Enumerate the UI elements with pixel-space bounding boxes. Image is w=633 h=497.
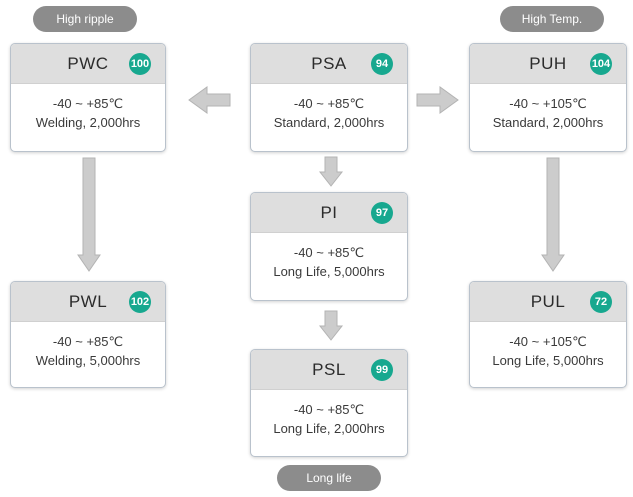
spec-text: Long Life, 5,000hrs	[273, 264, 385, 279]
card-body: -40 ~ +105℃ Standard, 2,000hrs	[470, 84, 626, 132]
temperature-range: -40 ~ +85℃	[293, 402, 365, 417]
spec-text: Welding, 2,000hrs	[35, 115, 141, 130]
card-puh[interactable]: PUH 104 -40 ~ +105℃ Standard, 2,000hrs	[469, 43, 627, 152]
series-name: PUH	[529, 53, 567, 73]
page-number-badge: 94	[371, 53, 393, 75]
card-body: -40 ~ +85℃ Welding, 2,000hrs	[11, 84, 165, 132]
card-body: -40 ~ +85℃ Long Life, 5,000hrs	[251, 233, 407, 281]
series-name: PSL	[312, 359, 346, 379]
card-pwc[interactable]: PWC 100 -40 ~ +85℃ Welding, 2,000hrs	[10, 43, 166, 152]
card-header: PSL 99	[251, 350, 407, 390]
card-psl[interactable]: PSL 99 -40 ~ +85℃ Long Life, 2,000hrs	[250, 349, 408, 457]
series-name: PWL	[68, 291, 108, 311]
card-psa[interactable]: PSA 94 -40 ~ +85℃ Standard, 2,000hrs	[250, 43, 408, 152]
card-body: -40 ~ +85℃ Standard, 2,000hrs	[251, 84, 407, 132]
arrow-psa-to-pwc	[188, 86, 231, 114]
card-header: PWL 102	[11, 282, 165, 322]
page-number-badge: 97	[371, 202, 393, 224]
temperature-range: -40 ~ +85℃	[52, 334, 124, 349]
card-header: PI 97	[251, 193, 407, 233]
series-name: PWC	[67, 53, 109, 73]
spec-text: Long Life, 5,000hrs	[492, 353, 604, 368]
card-header: PUH 104	[470, 44, 626, 84]
long-life-tag: Long life	[277, 465, 381, 491]
series-name: PI	[320, 202, 338, 222]
high-temp-tag: High Temp.	[500, 6, 604, 32]
card-body: -40 ~ +105℃ Long Life, 5,000hrs	[470, 322, 626, 370]
temperature-range: -40 ~ +85℃	[52, 96, 124, 111]
arrow-puh-to-pul	[541, 157, 565, 272]
spec-text: Long Life, 2,000hrs	[273, 421, 385, 436]
card-pwl[interactable]: PWL 102 -40 ~ +85℃ Welding, 5,000hrs	[10, 281, 166, 388]
page-number-badge: 100	[129, 53, 151, 75]
card-header: PWC 100	[11, 44, 165, 84]
series-name: PSA	[311, 53, 347, 73]
card-body: -40 ~ +85℃ Welding, 5,000hrs	[11, 322, 165, 370]
temperature-range: -40 ~ +85℃	[293, 245, 365, 260]
temperature-range: -40 ~ +105℃	[509, 334, 587, 349]
card-header: PSA 94	[251, 44, 407, 84]
card-header: PUL 72	[470, 282, 626, 322]
spec-text: Standard, 2,000hrs	[273, 115, 385, 130]
spec-text: Welding, 5,000hrs	[35, 353, 141, 368]
arrow-psa-to-pi	[318, 156, 344, 187]
arrow-pi-to-psl	[318, 310, 344, 341]
card-pul[interactable]: PUL 72 -40 ~ +105℃ Long Life, 5,000hrs	[469, 281, 627, 388]
page-number-badge: 99	[371, 359, 393, 381]
temperature-range: -40 ~ +85℃	[293, 96, 365, 111]
arrow-pwc-to-pwl	[77, 157, 101, 272]
high-ripple-tag: High ripple	[33, 6, 137, 32]
spec-text: Standard, 2,000hrs	[492, 115, 604, 130]
series-name: PUL	[530, 291, 566, 311]
page-number-badge: 102	[129, 291, 151, 313]
page-number-badge: 104	[590, 53, 612, 75]
card-body: -40 ~ +85℃ Long Life, 2,000hrs	[251, 390, 407, 438]
page-number-badge: 72	[590, 291, 612, 313]
card-pi[interactable]: PI 97 -40 ~ +85℃ Long Life, 5,000hrs	[250, 192, 408, 301]
temperature-range: -40 ~ +105℃	[509, 96, 587, 111]
arrow-psa-to-puh	[416, 86, 459, 114]
